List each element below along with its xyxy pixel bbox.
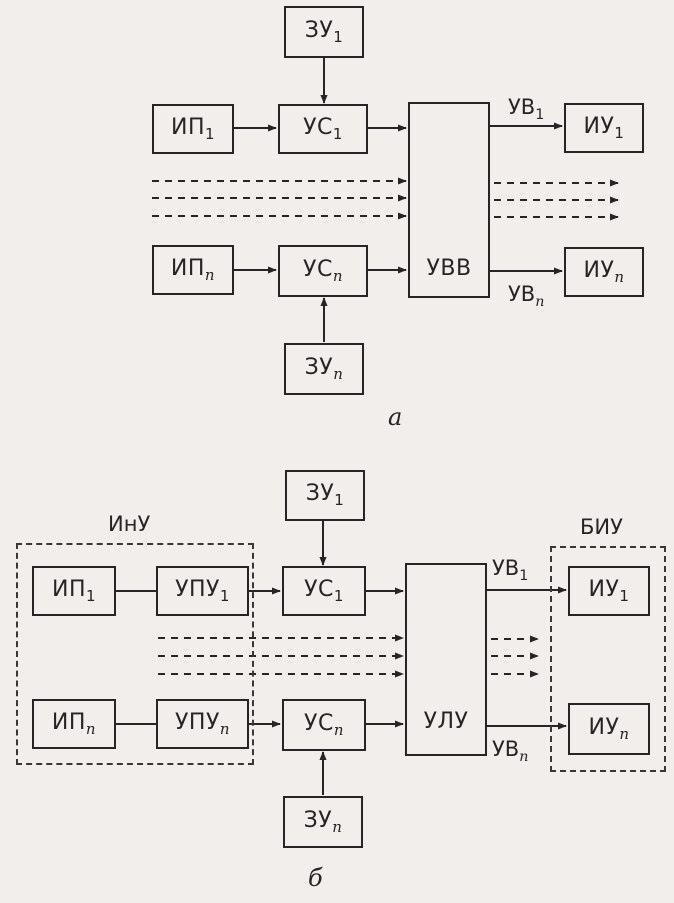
block-upu-n-label: УПУn (175, 709, 230, 739)
block-iu-1-label: ИУ1 (588, 576, 630, 606)
block-iu-1: ИУ1 (568, 566, 650, 616)
block-iu-1: ИУ1 (564, 103, 644, 153)
block-us-n-label: УСn (303, 256, 343, 286)
block-us-n-label: УСn (304, 710, 344, 740)
block-ip-n: ИПn (152, 245, 234, 295)
signal-uv-n-label-b: УВn (492, 737, 529, 765)
block-us-1-label: УС1 (303, 114, 343, 144)
block-uvv-label: УВВ (426, 255, 472, 281)
block-iu-n-label: ИУn (583, 257, 625, 287)
block-zu-1-label: ЗУ1 (304, 17, 344, 47)
block-zu-1: ЗУ1 (284, 6, 364, 58)
block-zu-n: ЗУn (283, 796, 363, 848)
block-us-n: УСn (282, 699, 366, 751)
block-ip-n-label: ИПn (51, 709, 97, 739)
signal-uv-1-label-a: УВ1 (508, 95, 545, 123)
block-zu-1-label: ЗУ1 (305, 481, 345, 510)
group-inu-frame (16, 543, 254, 765)
group-inu-label: ИнУ (108, 512, 151, 536)
block-iu-n: ИУn (568, 703, 650, 755)
block-zu-n-label: ЗУn (303, 807, 343, 837)
block-zu-n: ЗУn (284, 343, 364, 395)
block-ip-n-label: ИПn (170, 255, 216, 285)
block-upu-1: УПУ1 (156, 566, 249, 616)
caption-a: а (388, 403, 403, 431)
block-ulu-label: УЛУ (423, 709, 469, 734)
block-us-1: УС1 (282, 566, 366, 616)
block-iu-n: ИУn (564, 247, 644, 297)
block-zu-n-label: ЗУn (304, 354, 344, 384)
group-biu-label: БИУ (580, 515, 623, 539)
block-ip-1: ИП1 (32, 566, 116, 616)
block-upu-1-label: УПУ1 (175, 576, 230, 606)
group-biu-frame (550, 546, 666, 772)
block-us-1-label: УС1 (304, 576, 344, 606)
block-ip-1-label: ИП1 (170, 114, 215, 144)
block-ip-1: ИП1 (152, 104, 234, 154)
block-us-n: УСn (278, 245, 368, 297)
caption-b: б (308, 864, 323, 892)
block-zu-1: ЗУ1 (285, 470, 365, 521)
block-upu-n: УПУn (156, 699, 249, 749)
block-us-1: УС1 (278, 104, 368, 154)
block-iu-n-label: ИУn (588, 714, 630, 744)
signal-uv-n-label-a: УВn (508, 282, 545, 310)
block-ip-n: ИПn (32, 699, 116, 749)
block-iu-1-label: ИУ1 (583, 113, 625, 143)
block-ip-1-label: ИП1 (51, 576, 96, 606)
block-uvv: УВВ (408, 102, 490, 298)
block-ulu: УЛУ (405, 563, 487, 756)
signal-uv-1-label-b: УВ1 (492, 556, 529, 584)
